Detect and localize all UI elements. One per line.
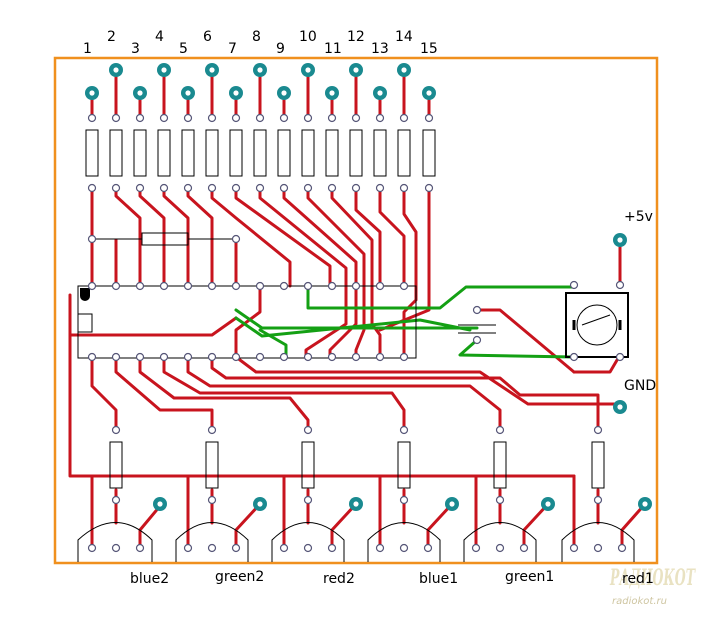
resistor-r14 — [397, 129, 411, 177]
pad-4 — [157, 63, 171, 77]
pin-label-5: 5 — [179, 41, 188, 57]
led-label-blue1: blue1 — [419, 571, 458, 587]
pad-6 — [205, 63, 219, 77]
resistor-led-3 — [301, 441, 315, 489]
pin-label-14: 14 — [395, 29, 413, 45]
resistor-r13 — [373, 129, 387, 177]
pad-11 — [325, 86, 339, 100]
pad-led-red1 — [638, 497, 652, 511]
resistor-led-6 — [591, 441, 605, 489]
resistor-led-1 — [109, 441, 123, 489]
pin-label-2: 2 — [107, 29, 116, 45]
pad-15 — [422, 86, 436, 100]
led-blue2 — [77, 522, 153, 562]
resistor-r7 — [229, 129, 243, 177]
pad-12 — [349, 63, 363, 77]
pad-5 — [181, 86, 195, 100]
pad-ground — [613, 400, 627, 414]
led-blue1 — [367, 522, 441, 562]
pin-label-3: 3 — [131, 41, 140, 57]
pin-label-13: 13 — [371, 41, 389, 57]
red-traces — [68, 68, 647, 550]
resistor-r12 — [349, 129, 363, 177]
led-green1 — [463, 522, 537, 562]
resistor-r2 — [109, 129, 123, 177]
pin-label-15: 15 — [420, 41, 438, 57]
pad-8 — [253, 63, 267, 77]
supply-label: +5v — [624, 209, 653, 225]
pad-10 — [301, 63, 315, 77]
led-label-green1: green1 — [505, 569, 554, 585]
pin-label-9: 9 — [276, 41, 285, 57]
ic-notch — [77, 313, 93, 333]
resistor-r15 — [422, 129, 436, 177]
watermark-site: radiokot.ru — [612, 596, 667, 607]
pin-label-10: 10 — [299, 29, 317, 45]
component-vias — [87, 113, 627, 553]
watermark-logo-text: РАДИОКОТ — [609, 565, 695, 591]
pad-2 — [109, 63, 123, 77]
pin-label-12: 12 — [347, 29, 365, 45]
resistor-r6 — [205, 129, 219, 177]
resistor-r10 — [301, 129, 315, 177]
led-label-red2: red2 — [323, 571, 355, 587]
resistor-r9 — [277, 129, 291, 177]
ground-label: GND — [624, 378, 656, 394]
resistor-r4 — [157, 129, 171, 177]
resistor-r5 — [181, 129, 195, 177]
led-red2 — [271, 522, 345, 562]
capacitor — [458, 324, 496, 334]
pad-3 — [133, 86, 147, 100]
led-labels: blue2 green2 red2 blue1 green1 red1 — [130, 569, 654, 587]
pad-14 — [397, 63, 411, 77]
pad-7 — [229, 86, 243, 100]
pin-label-7: 7 — [228, 41, 237, 57]
pad-led-blue1 — [445, 497, 459, 511]
green-traces — [234, 284, 576, 359]
resistor-led-5 — [493, 441, 507, 489]
pin-number-labels: 1 2 3 4 5 6 7 8 9 10 11 12 13 14 15 — [83, 29, 438, 57]
pad-led-blue2 — [153, 497, 167, 511]
resistor-r11 — [325, 129, 339, 177]
component-outlines — [77, 129, 635, 562]
resistor-led-4 — [397, 441, 411, 489]
tact-switch — [565, 292, 629, 358]
pad-led-red2 — [349, 497, 363, 511]
resistor-led-2 — [205, 441, 219, 489]
pad-led-green1 — [541, 497, 555, 511]
pin-label-4: 4 — [155, 29, 164, 45]
pad-13 — [373, 86, 387, 100]
resistor-r8 — [253, 129, 267, 177]
led-label-green2: green2 — [215, 569, 264, 585]
pad-supply — [613, 233, 627, 247]
board-outline — [53, 56, 659, 565]
pad-1 — [85, 86, 99, 100]
led-green2 — [175, 522, 249, 562]
pin-label-6: 6 — [203, 29, 212, 45]
pin-label-1: 1 — [83, 41, 92, 57]
led-red1 — [561, 522, 635, 562]
resistor-r1 — [85, 129, 99, 177]
pad-9 — [277, 86, 291, 100]
resistor-r3 — [133, 129, 147, 177]
led-label-blue2: blue2 — [130, 571, 169, 587]
pin-label-8: 8 — [252, 29, 261, 45]
pad-led-green2 — [253, 497, 267, 511]
watermark-logo: РАДИОКОТ radiokot.ru — [609, 565, 695, 607]
led-label-red1: red1 — [622, 571, 654, 587]
pin-label-11: 11 — [324, 41, 342, 57]
